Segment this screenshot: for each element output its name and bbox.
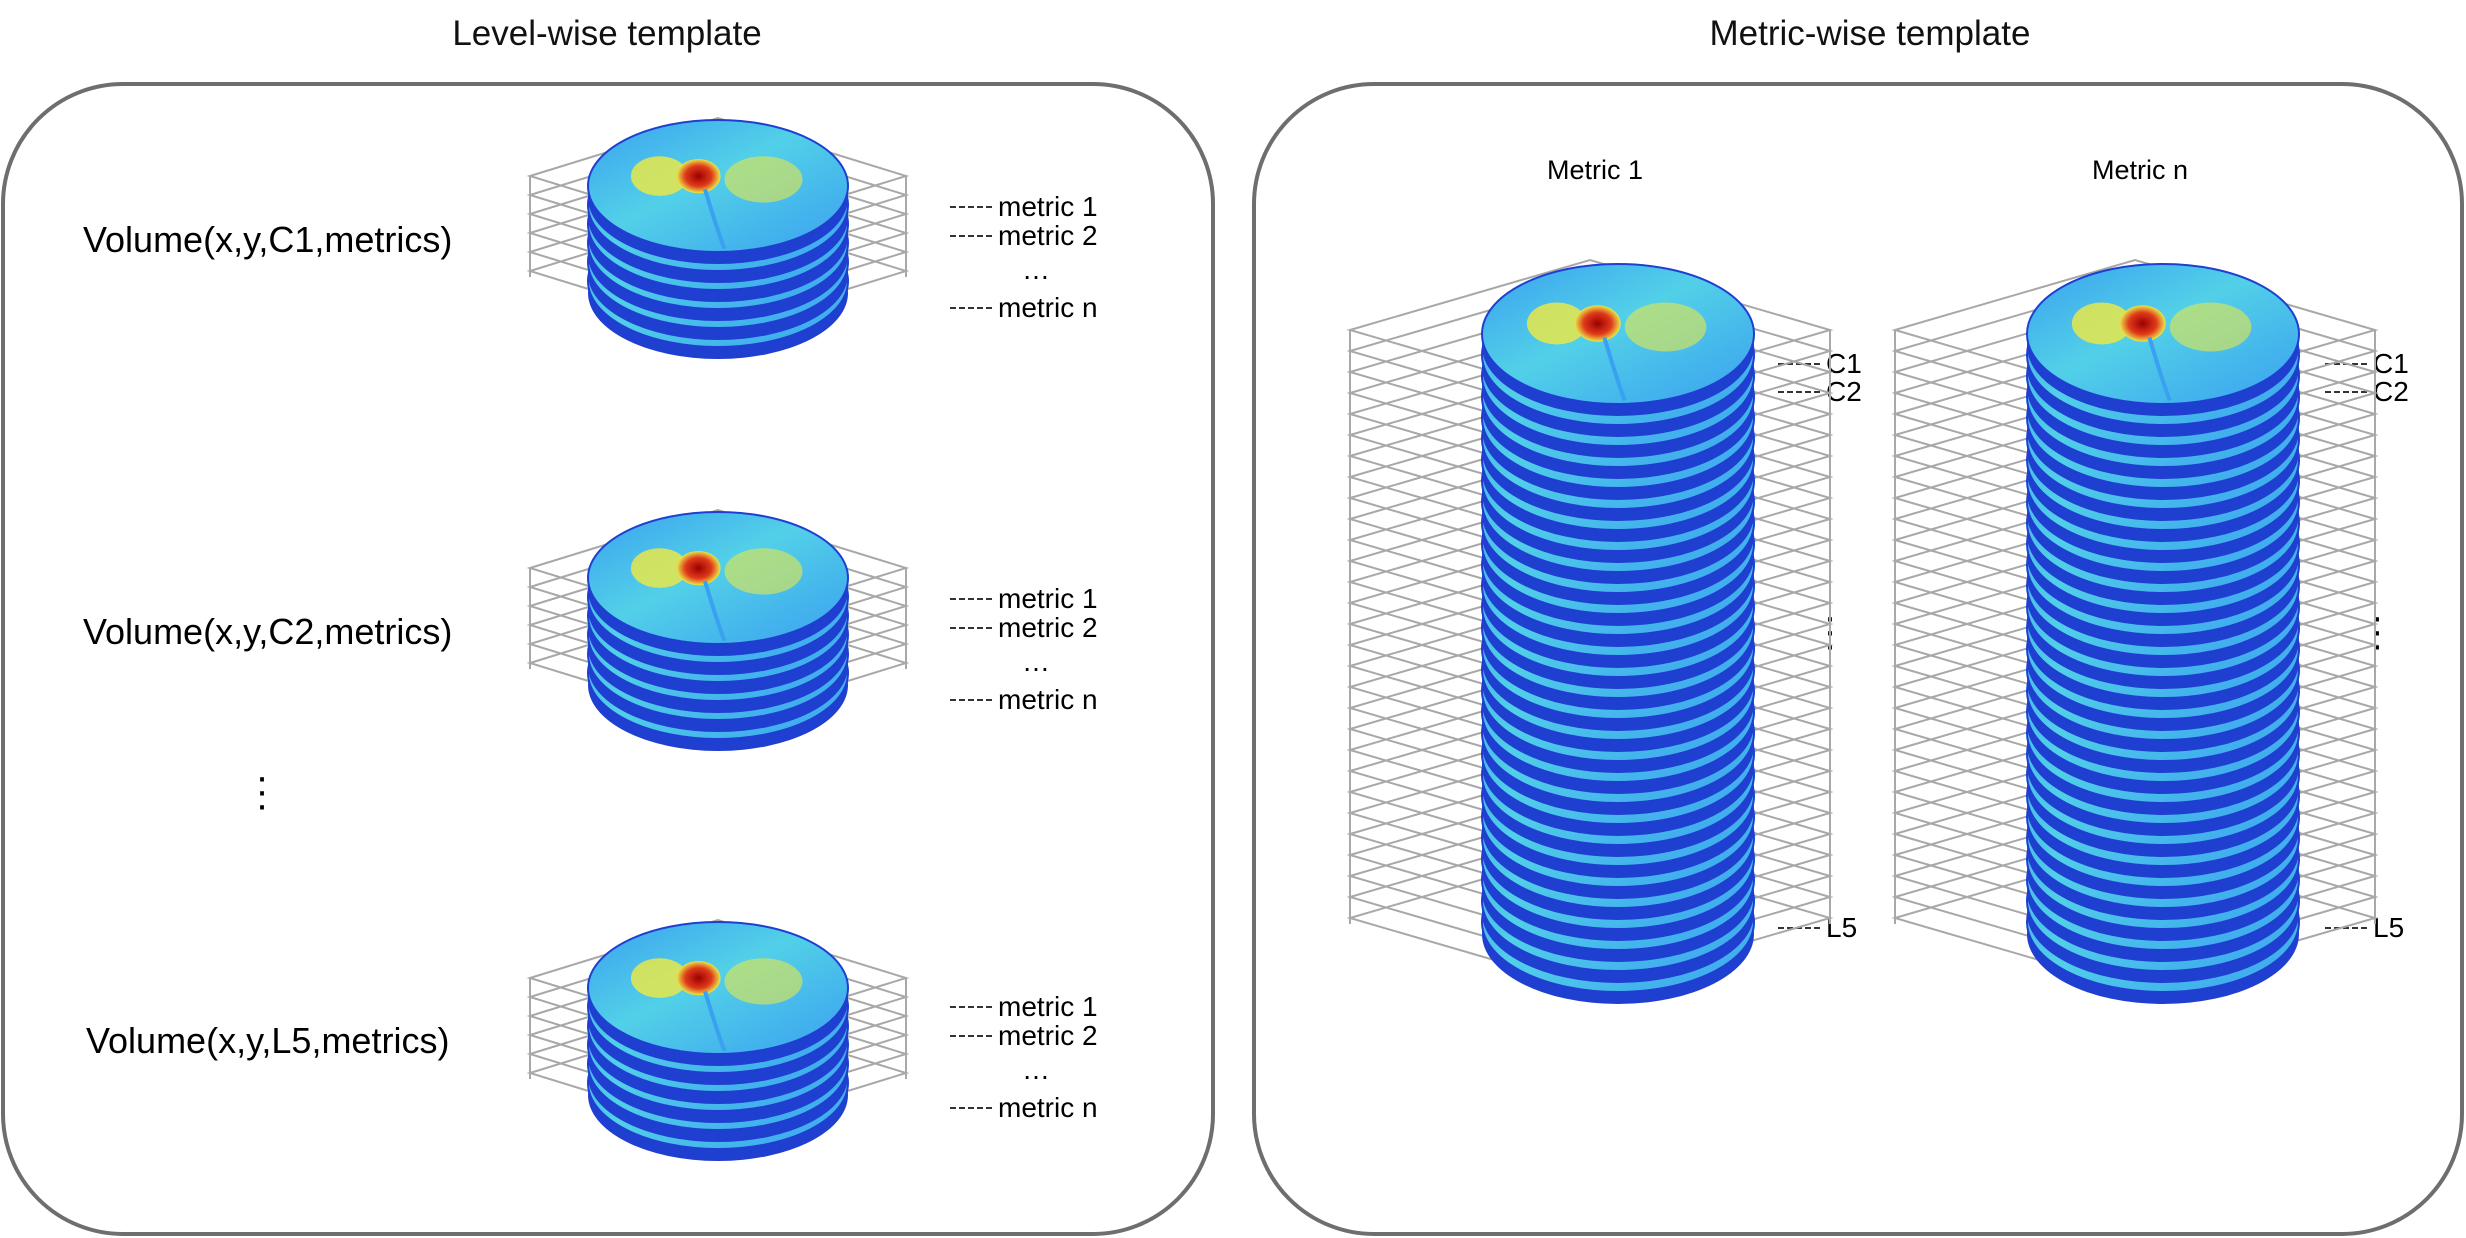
level-stack-3-slice-1-surface: [587, 921, 849, 1055]
level-stack-2-slice-1-left-hotspot: [630, 548, 689, 588]
metric-stack-1-slice-1-left-hotspot: [1526, 302, 1587, 345]
level-stack-3-slice-1-left-hotspot: [630, 958, 689, 998]
metric-stack-1-slice-1-core: [1574, 305, 1621, 342]
metric-panel-frame: [1252, 82, 2464, 1236]
level-stack-1-slice-1: [587, 119, 849, 264]
coln-level-c2-label: C2: [2325, 376, 2409, 408]
level-stack-1-slice-1-right-hotspot: [724, 156, 803, 203]
metric-stack-2-slice-1-midline: [2147, 336, 2172, 402]
level-stack-3-slice-1-core: [676, 960, 721, 996]
row2-metric-n-label: metric n: [950, 684, 1098, 716]
metric-stack-2-slice-1-core: [2119, 305, 2166, 342]
metric-stack-2: [1891, 258, 2379, 1004]
metric-column-title-n: Metric n: [2091, 155, 2189, 185]
level-stack-1-slice-1-midline: [703, 188, 727, 250]
metric-stack-2-slice-1: [2026, 263, 2300, 416]
row1-metric-n-label: metric n: [950, 292, 1098, 324]
coln-level-l5-label: L5: [2325, 912, 2404, 944]
metric-panel-title: Metric-wise template: [1709, 14, 2031, 53]
level-stack-1-slice-1-surface: [587, 119, 849, 253]
level-stack-3-slice-1-midline: [703, 990, 727, 1052]
metric-stack-2-slice-1-right-hotspot: [2169, 302, 2252, 352]
row2-metric-1-label: metric 1: [950, 583, 1098, 615]
col1-level-c2-label: C2: [1778, 376, 1862, 408]
level-stack-3-slice-1: [587, 921, 849, 1066]
metric-stack-1: [1346, 258, 1834, 1004]
metric-stack-2-slice-1-surface: [2026, 263, 2300, 405]
metric-stack-2-slice-1-left-hotspot: [2071, 302, 2132, 345]
row1-metric-2-label: metric 2: [950, 220, 1098, 252]
level-row-label-l5: Volume(x,y,L5,metrics): [86, 1020, 450, 1061]
level-stack-1-slice-1-left-hotspot: [630, 156, 689, 196]
metric-column-title-1: Metric 1: [1546, 155, 1644, 185]
level-stack-2-slice-1: [587, 511, 849, 656]
level-stack-2-slice-1-right-hotspot: [724, 548, 803, 595]
level-stack-1: [526, 116, 910, 359]
row1-metric-1-label: metric 1: [950, 191, 1098, 223]
level-stack-3-slice-1-right-hotspot: [724, 958, 803, 1005]
row3-metric-2-label: metric 2: [950, 1020, 1098, 1052]
row3-metric-ellipsis: …: [1022, 1054, 1050, 1085]
level-stack-2-slice-1-surface: [587, 511, 849, 645]
level-stack-2-slice-1-core: [676, 550, 721, 586]
level-stack-2: [526, 508, 910, 751]
level-panel-frame: [1, 82, 1215, 1236]
metric-stack-1-slice-1-surface: [1481, 263, 1755, 405]
level-stack-2-slice-1-midline: [703, 580, 727, 642]
level-panel-title: Level-wise template: [452, 14, 762, 53]
col1-level-c1-label: C1: [1778, 348, 1862, 380]
row1-metric-ellipsis: …: [1022, 254, 1050, 285]
row2-metric-2-label: metric 2: [950, 612, 1098, 644]
level-stack-3: [526, 918, 910, 1161]
level-row-label-c1: Volume(x,y,C1,metrics): [83, 219, 453, 260]
level-row-label-c2: Volume(x,y,C2,metrics): [83, 611, 453, 652]
level-stack-1-slice-1-core: [676, 158, 721, 194]
metric-stack-1-slice-1-right-hotspot: [1624, 302, 1707, 352]
row3-metric-1-label: metric 1: [950, 991, 1098, 1023]
row2-metric-ellipsis: …: [1022, 646, 1050, 677]
metric-stack-1-slice-1-midline: [1602, 336, 1627, 402]
row3-metric-n-label: metric n: [950, 1092, 1098, 1124]
metric-stack-1-slice-1: [1481, 263, 1755, 416]
